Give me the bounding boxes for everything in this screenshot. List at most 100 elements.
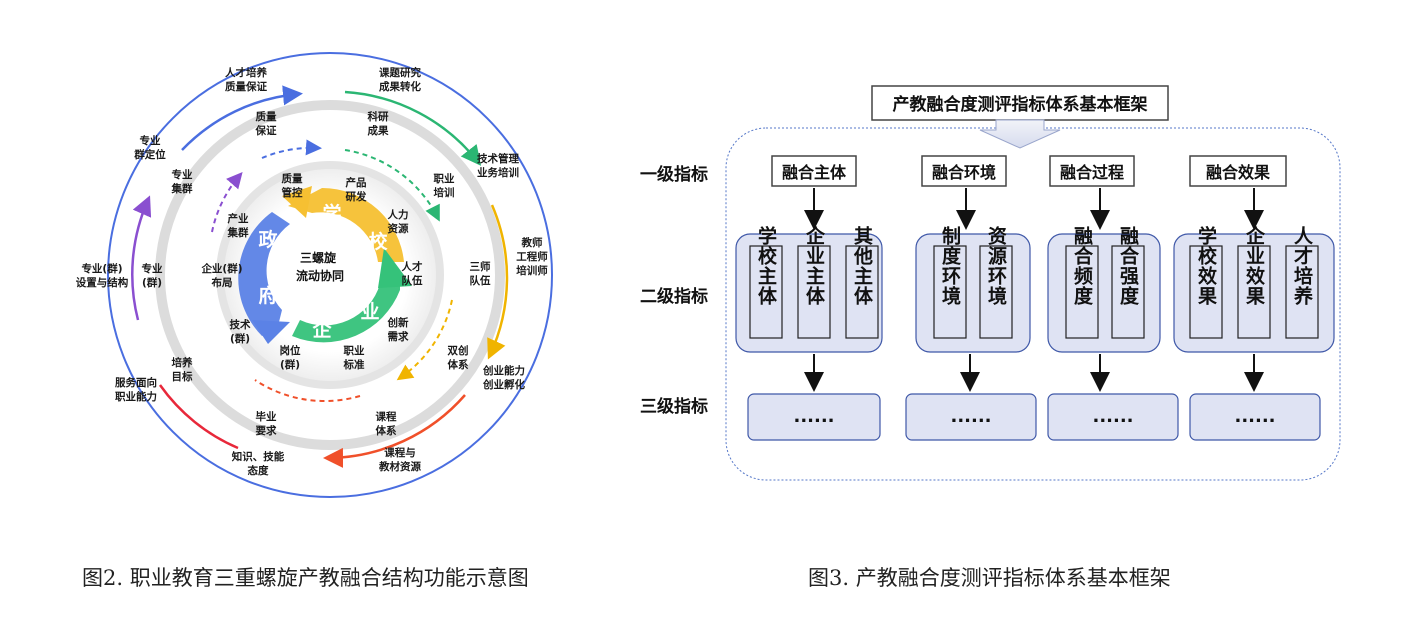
outer-label: 服务面向: [115, 376, 157, 389]
level3-placeholder: ......: [950, 406, 991, 427]
inner-arc-orange: [254, 379, 361, 403]
level2-boxes: [749, 245, 1319, 339]
level-label: 三级指标: [640, 396, 708, 417]
inner-arc-green: [344, 149, 440, 222]
inner-label: 管控: [282, 186, 303, 199]
inner-label: 研发: [346, 190, 367, 203]
outer-arc-green: [344, 90, 482, 166]
level1-box: [921, 155, 1007, 187]
level3-placeholder: ......: [1234, 406, 1275, 427]
outer-arc-blue: [181, 85, 303, 151]
center-title: 三螺旋: [300, 250, 337, 265]
outer-label: 工程师: [516, 250, 548, 263]
level-label: 一级指标: [640, 164, 708, 185]
level2-label: 学校主体: [755, 225, 777, 306]
level2-label: 其他主体: [851, 226, 874, 306]
level1-label: 融合效果: [1206, 163, 1270, 182]
level2-label: 人才培养: [1291, 226, 1314, 306]
level1-box: [1049, 155, 1135, 187]
inner-label: (群): [230, 332, 250, 345]
level3-box: [747, 393, 881, 441]
inner-label: 集群: [227, 226, 249, 239]
middle-label: 职业: [434, 172, 455, 185]
level-label: 二级指标: [640, 286, 708, 307]
inner-label: 创新: [387, 316, 409, 329]
figure3-caption: 图3. 产教融合度测评指标体系基本框架: [808, 566, 1171, 590]
inner-label: 人才: [402, 260, 423, 273]
level2-label: 企业效果: [1243, 225, 1266, 306]
middle-label: 培养: [172, 356, 193, 369]
middle-label: 目标: [172, 370, 193, 383]
level2-label: 融合频度: [1071, 226, 1093, 306]
middle-label: 质量: [256, 110, 277, 123]
outer-arc-red: [158, 384, 239, 450]
outer-label: 质量保证: [225, 80, 267, 93]
level2-label: 制度环境: [939, 225, 961, 306]
outer-label: 人才培养: [225, 66, 267, 79]
outer-ring-labels: 人才培养 质量保证 课题研究 成果转化 技术管理 业务培训 教师 工程师 培训师…: [76, 66, 548, 477]
middle-label: 专业: [172, 168, 193, 181]
inner-label: 资源: [388, 222, 409, 235]
framework-title: 产教融合度测评指标体系基本框架: [893, 94, 1148, 115]
middle-ring-labels: 质量 保证 科研 成果 职业 培训 三师 队伍 双创 体系 课程 体系 毕业 要…: [142, 110, 491, 437]
school-segment: [288, 187, 404, 262]
inner-label: 人力: [388, 208, 409, 221]
middle-label: 培训: [434, 186, 455, 199]
segment-char: 校: [368, 230, 388, 253]
inner-label: 企业(群): [200, 262, 242, 275]
outer-label: 创业能力: [482, 364, 525, 377]
inner-label: 岗位: [280, 344, 301, 357]
level3-placeholder: ......: [793, 406, 834, 427]
level2-group: [915, 233, 1031, 353]
middle-label: 成果: [368, 124, 389, 137]
triple-helix-diagram: 学 校 政 府 企 业 三螺旋 流动协同 质量 管控 产品 研发 人力 资源 人…: [76, 52, 553, 498]
outer-label: 课题研究: [379, 66, 421, 79]
outer-arc-yellow: [487, 204, 509, 360]
level3-placeholder: ......: [1092, 406, 1133, 427]
inner-label: (群): [280, 358, 300, 371]
level2-label: 学校效果: [1195, 225, 1218, 306]
outer-label: 群定位: [134, 148, 166, 161]
middle-label: 课程: [376, 410, 397, 423]
outer-label: 培训师: [516, 264, 548, 277]
segment-char: 学: [322, 202, 341, 225]
level2-label: 企业主体: [803, 225, 826, 306]
outer-label: 课程与: [384, 446, 416, 459]
middle-label: 三师: [470, 260, 491, 273]
outer-label: 教材资源: [378, 460, 421, 473]
outer-label: 成果转化: [379, 80, 421, 93]
level1-label: 融合主体: [782, 163, 847, 182]
inner-label: 布局: [212, 276, 233, 289]
outer-label: 知识、技能: [232, 450, 285, 463]
title-down-arrow: [979, 119, 1061, 149]
outer-label: 设置与结构: [76, 276, 129, 289]
level3-box: [1189, 393, 1321, 441]
middle-label: 要求: [256, 424, 277, 437]
segment-char: 府: [258, 284, 277, 307]
middle-label: 体系: [376, 424, 397, 437]
outer-label: 教师: [521, 236, 543, 249]
level2-label: 资源环境: [985, 225, 1007, 306]
level3-box: [1047, 393, 1179, 441]
middle-label: 保证: [255, 124, 277, 137]
inner-label: 技术: [230, 318, 251, 331]
inner-label: 需求: [388, 330, 409, 343]
level1-label: 融合环境: [932, 163, 996, 182]
middle-label: 双创: [447, 344, 469, 357]
segment-char: 政: [258, 228, 278, 251]
segment-char: 企: [311, 318, 332, 341]
enterprise-segment: [292, 278, 400, 343]
inner-label: 标准: [343, 358, 365, 371]
school-arrow-head: [282, 186, 312, 218]
government-segment: [238, 212, 290, 336]
middle-ring: [155, 100, 505, 450]
segment-char: 业: [360, 301, 379, 323]
level1-box: [771, 155, 857, 187]
middle-label: 队伍: [470, 274, 491, 287]
level1-box: [1189, 155, 1287, 187]
inner-label: 职业: [344, 344, 365, 357]
framework-container: [725, 127, 1341, 481]
level2-texts: 学校主体企业主体其他主体制度环境资源环境融合频度融合强度学校效果企业效果人才培养: [755, 225, 1314, 306]
outer-label: 业务培训: [477, 166, 519, 179]
outer-label: 职业能力: [115, 390, 157, 403]
